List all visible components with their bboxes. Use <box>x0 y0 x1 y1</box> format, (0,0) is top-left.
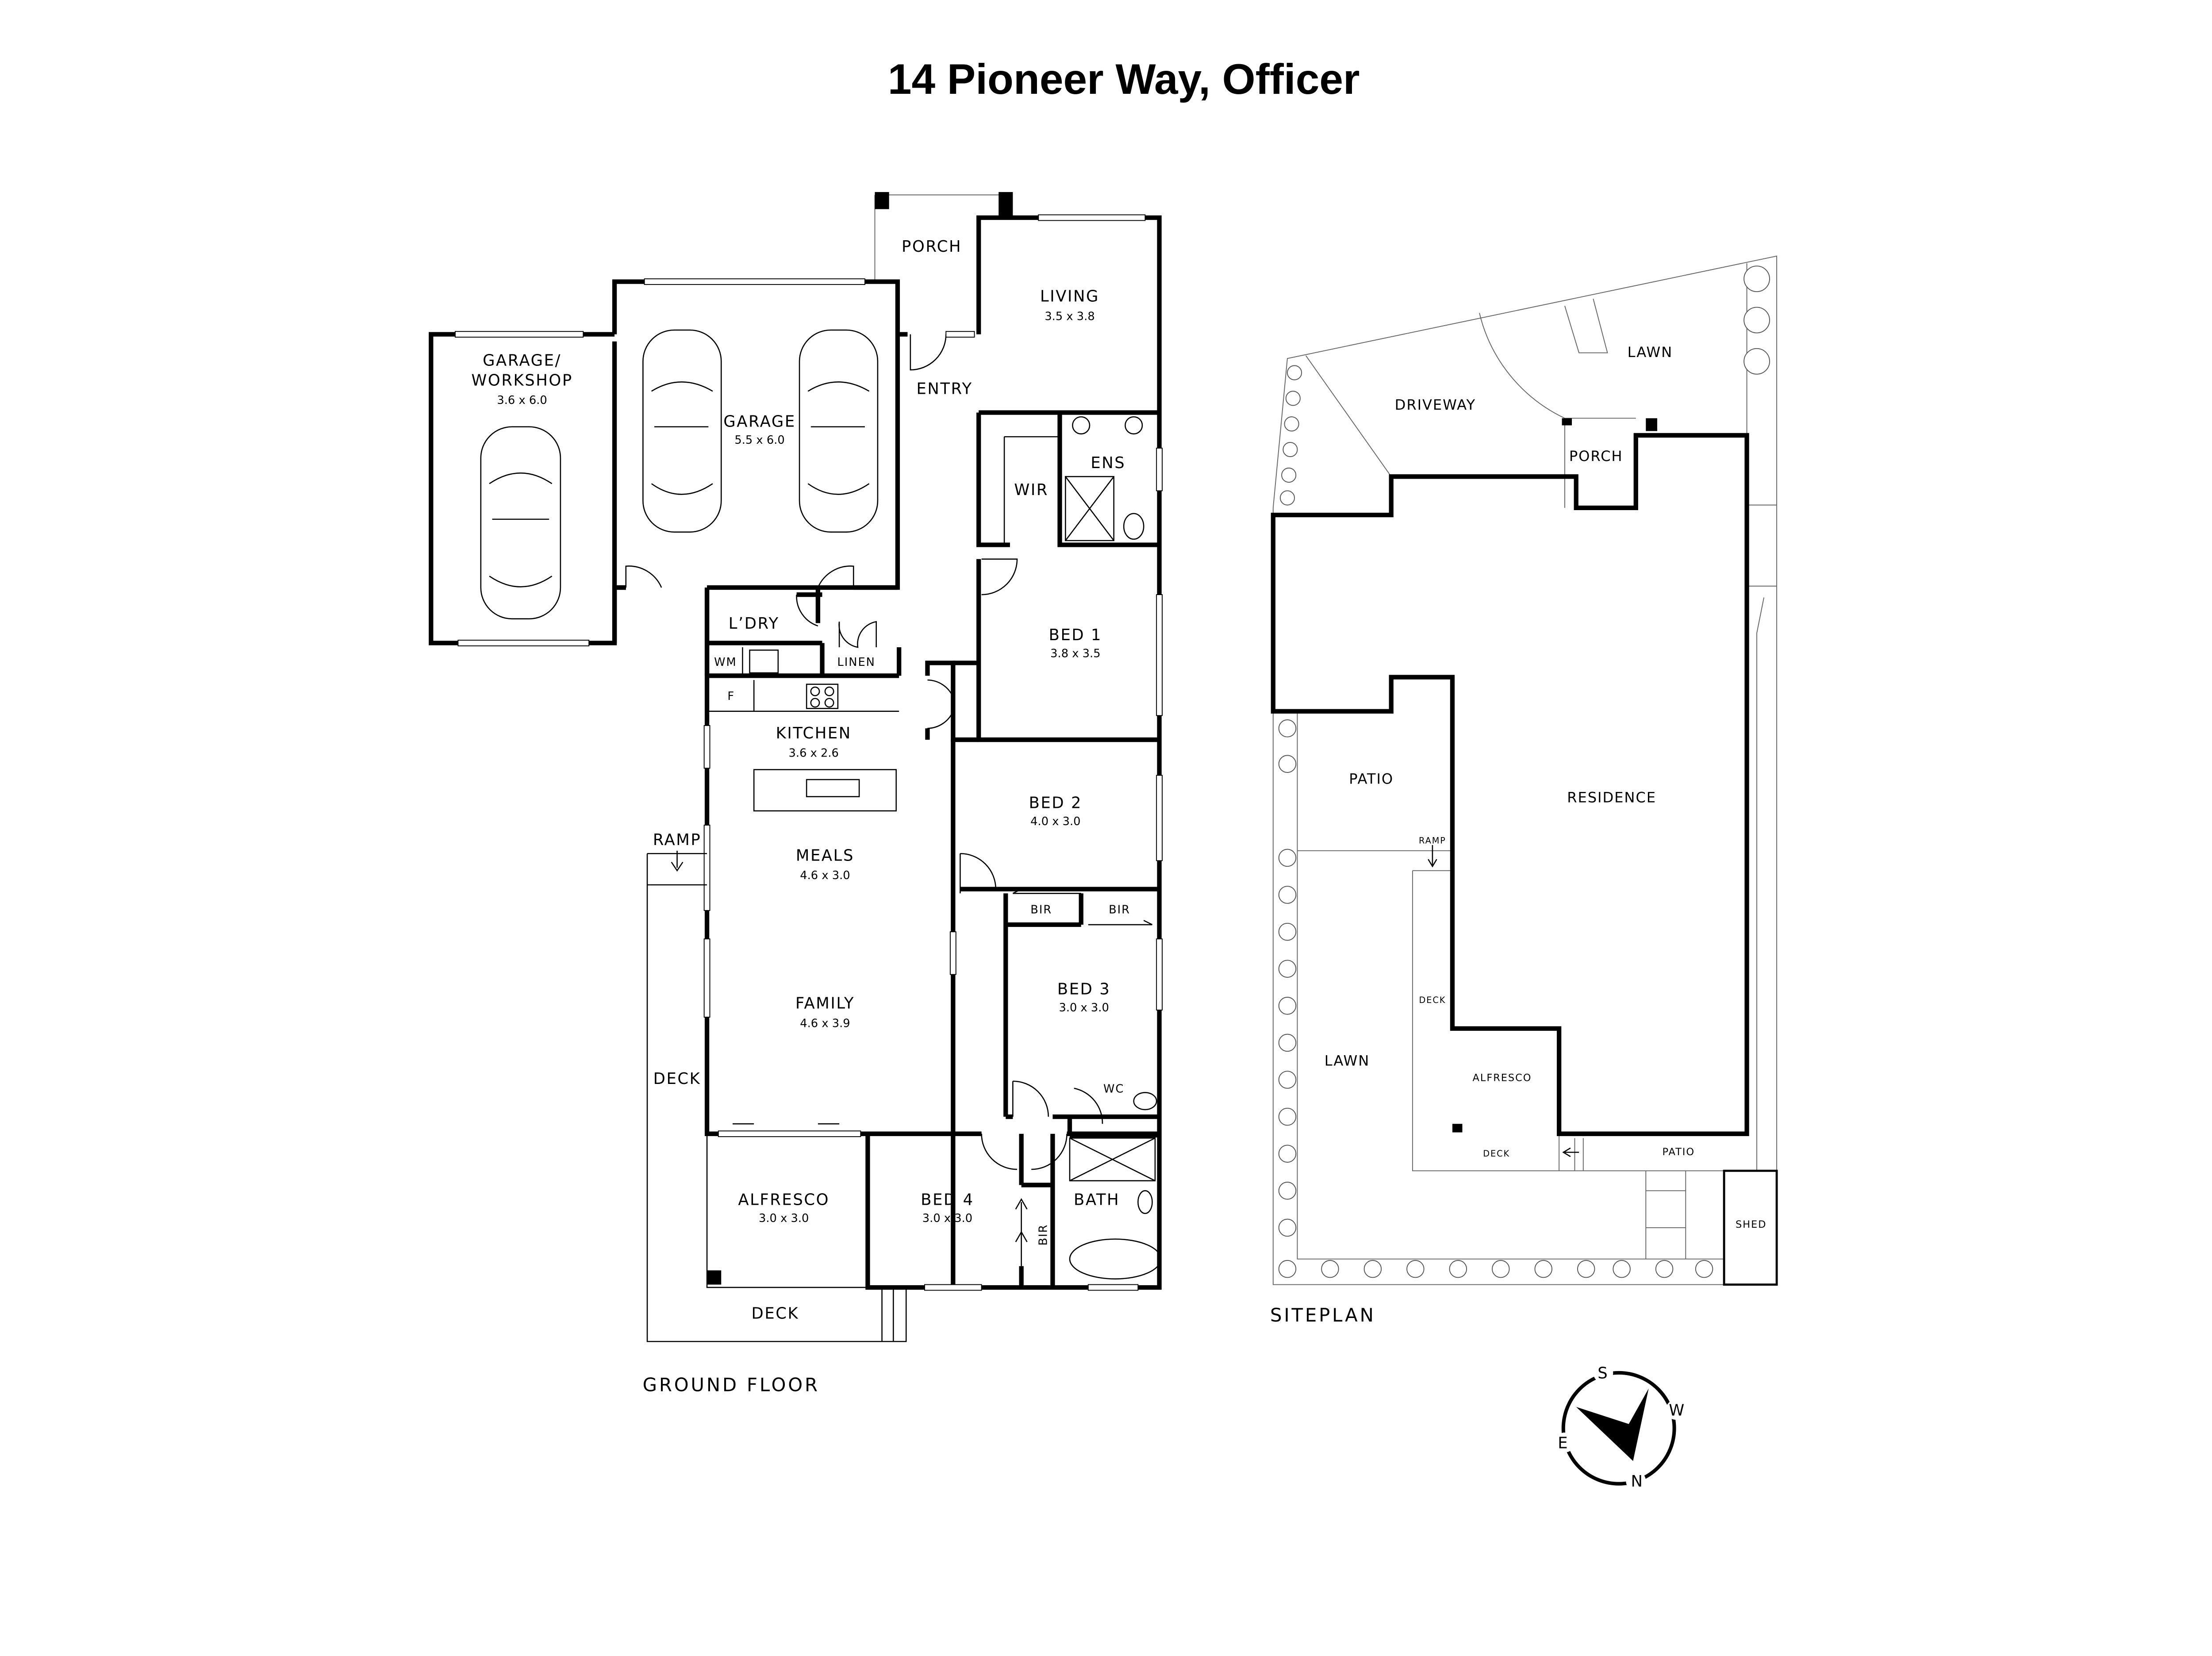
room-size-family: 4.6 x 3.9 <box>800 1017 850 1030</box>
room-label-entry: ENTRY <box>916 380 972 398</box>
site-label-patio-rear: PATIO <box>1662 1146 1695 1158</box>
room-size-garage: 5.5 x 6.0 <box>734 434 784 447</box>
room-label-alfresco: ALFRESCO <box>738 1191 830 1209</box>
site-label-lawn-front: LAWN <box>1628 344 1673 361</box>
room-label-bed4: BED 4 <box>921 1191 974 1209</box>
car-icon <box>799 329 879 533</box>
north-arrow-icon: S W E N <box>1555 1363 1686 1491</box>
room-label-bir-bed2: BIR <box>1030 903 1052 916</box>
room-label-bed2: BED 2 <box>1029 794 1082 812</box>
room-label-bir-bed3: BIR <box>1109 903 1130 916</box>
room-label-ens: ENS <box>1091 454 1125 472</box>
room-label-kitchen: KITCHEN <box>776 724 852 742</box>
room-size-bed2: 4.0 x 3.0 <box>1030 815 1080 828</box>
room-label-bir-bed4: BIR <box>1037 1224 1050 1246</box>
site-label-deck-rear: DECK <box>1483 1149 1510 1159</box>
site-label-alfresco: ALFRESCO <box>1473 1072 1532 1084</box>
appliance-label-fridge: F <box>727 690 735 703</box>
room-label-family: FAMILY <box>795 995 855 1013</box>
room-label-bed1: BED 1 <box>1049 626 1102 644</box>
page-title: 14 Pioneer Way, Officer <box>888 56 1360 103</box>
site-label-lawn-rear: LAWN <box>1325 1052 1370 1069</box>
car-icon <box>480 426 561 619</box>
room-size-bed4: 3.0 x 3.0 <box>922 1212 972 1225</box>
room-label-linen: LINEN <box>837 656 876 669</box>
car-icon <box>642 329 722 533</box>
siteplan-caption: SITEPLAN <box>1270 1304 1376 1326</box>
site-label-residence: RESIDENCE <box>1567 789 1656 806</box>
compass-e: E <box>1558 1434 1569 1452</box>
room-label-living: LIVING <box>1040 288 1099 306</box>
room-label-deck-rear: DECK <box>752 1305 799 1323</box>
compass-s: S <box>1598 1364 1609 1383</box>
room-size-bed1: 3.8 x 3.5 <box>1050 647 1100 661</box>
room-label-deck-side: DECK <box>653 1070 701 1088</box>
compass-n: N <box>1631 1472 1644 1491</box>
room-size-bed3: 3.0 x 3.0 <box>1059 1001 1109 1014</box>
room-label-garage: GARAGE <box>723 413 795 431</box>
room-size-living: 3.5 x 3.8 <box>1045 310 1094 323</box>
room-label-ramp: RAMP <box>653 831 701 849</box>
room-label-laundry: L’DRY <box>729 615 780 633</box>
floorplan-sheet: 14 Pioneer Way, Officer <box>429 56 1778 1491</box>
ground-floor-labels: PORCH LIVING 3.5 x 3.8 GARAGE/ WORKSHOP … <box>471 238 1130 1396</box>
site-label-ramp: RAMP <box>1419 836 1446 846</box>
ground-floor-caption: GROUND FLOOR <box>643 1374 820 1396</box>
site-label-patio-side: PATIO <box>1349 771 1394 788</box>
ground-floor-plan <box>429 192 1163 1342</box>
room-label-bath: BATH <box>1074 1191 1120 1209</box>
room-label-wir: WIR <box>1014 481 1048 499</box>
room-size-kitchen: 3.6 x 2.6 <box>789 747 839 760</box>
site-label-shed: SHED <box>1736 1219 1767 1230</box>
siteplan: DRIVEWAY LAWN PORCH PATIO RESIDENCE RAMP… <box>1270 255 1778 1326</box>
room-size-garage-workshop: 3.6 x 6.0 <box>497 394 547 407</box>
room-size-meals: 4.6 x 3.0 <box>800 869 850 882</box>
room-label-wc: WC <box>1103 1082 1124 1095</box>
room-label-meals: MEALS <box>796 846 854 865</box>
room-label-porch: PORCH <box>902 238 962 256</box>
site-label-porch: PORCH <box>1569 448 1623 465</box>
room-label-garage-workshop-2: WORKSHOP <box>471 371 572 389</box>
tree-icons <box>1278 265 1770 1278</box>
room-label-garage-workshop-1: GARAGE/ <box>483 351 561 369</box>
site-label-driveway: DRIVEWAY <box>1395 396 1476 413</box>
compass-w: W <box>1669 1401 1686 1419</box>
appliance-label-wm: WM <box>714 656 737 669</box>
room-label-bed3: BED 3 <box>1057 980 1110 999</box>
room-size-alfresco: 3.0 x 3.0 <box>759 1212 809 1225</box>
site-label-deck-side: DECK <box>1419 995 1446 1005</box>
